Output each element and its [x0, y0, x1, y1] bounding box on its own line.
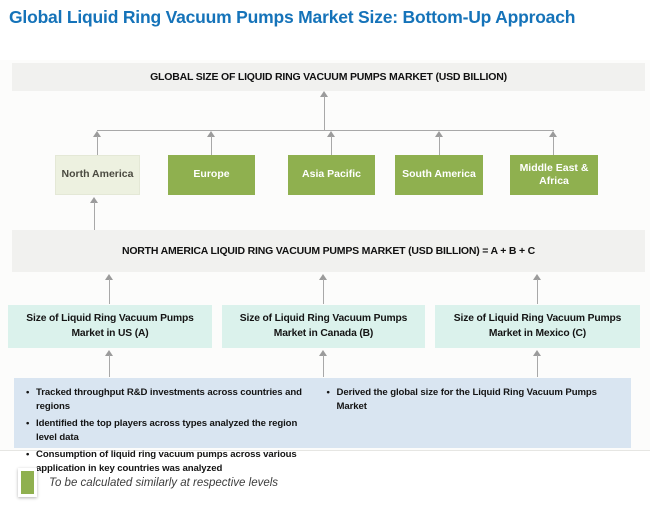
up-arrow	[435, 131, 444, 155]
connector-line	[97, 130, 554, 131]
analysis-note: Tracked throughput R&D investments acros…	[24, 386, 317, 415]
analysis-panel-left-column: Tracked throughput R&D investments acros…	[24, 386, 325, 474]
bottom-up-diagram: GLOBAL SIZE OF LIQUID RING VACUUM PUMPS …	[0, 60, 650, 474]
analysis-panel: Tracked throughput R&D investments acros…	[14, 378, 631, 474]
up-arrow	[93, 131, 102, 155]
region-box-north-america: North America	[55, 155, 140, 195]
country-box-canada: Size of Liquid Ring Vacuum Pumps Market …	[222, 305, 425, 348]
north-america-market-bar: NORTH AMERICA LIQUID RING VACUUM PUMPS M…	[12, 230, 645, 272]
up-arrow	[207, 131, 216, 155]
analysis-panel-right-column: Derived the global size for the Liquid R…	[325, 386, 626, 442]
analysis-note: Consumption of liquid ring vacuum pumps …	[24, 448, 317, 477]
analysis-note: Identified the top players across types …	[24, 417, 317, 446]
country-box-us: Size of Liquid Ring Vacuum Pumps Market …	[8, 305, 212, 348]
legend-label: To be calculated similarly at respective…	[49, 476, 279, 489]
country-box-mexico: Size of Liquid Ring Vacuum Pumps Market …	[435, 305, 640, 348]
up-arrow	[533, 350, 542, 377]
up-arrow	[533, 274, 542, 304]
up-arrow	[105, 350, 114, 377]
up-arrow	[105, 274, 114, 304]
up-arrow	[319, 350, 328, 377]
region-box-europe: Europe	[168, 155, 255, 195]
global-market-bar: GLOBAL SIZE OF LIQUID RING VACUUM PUMPS …	[12, 63, 645, 91]
legend-swatch	[18, 468, 37, 497]
page-title: Global Liquid Ring Vacuum Pumps Market S…	[9, 7, 576, 27]
up-arrow	[319, 274, 328, 304]
up-arrow	[320, 91, 329, 130]
up-arrow	[327, 131, 336, 155]
legend: To be calculated similarly at respective…	[18, 468, 278, 497]
region-box-asia-pacific: Asia Pacific	[288, 155, 375, 195]
region-box-south-america: South America	[395, 155, 483, 195]
analysis-note: Derived the global size for the Liquid R…	[325, 386, 618, 415]
up-arrow	[549, 131, 558, 155]
up-arrow	[90, 197, 99, 230]
region-box-middle-east-africa: Middle East & Africa	[510, 155, 598, 195]
